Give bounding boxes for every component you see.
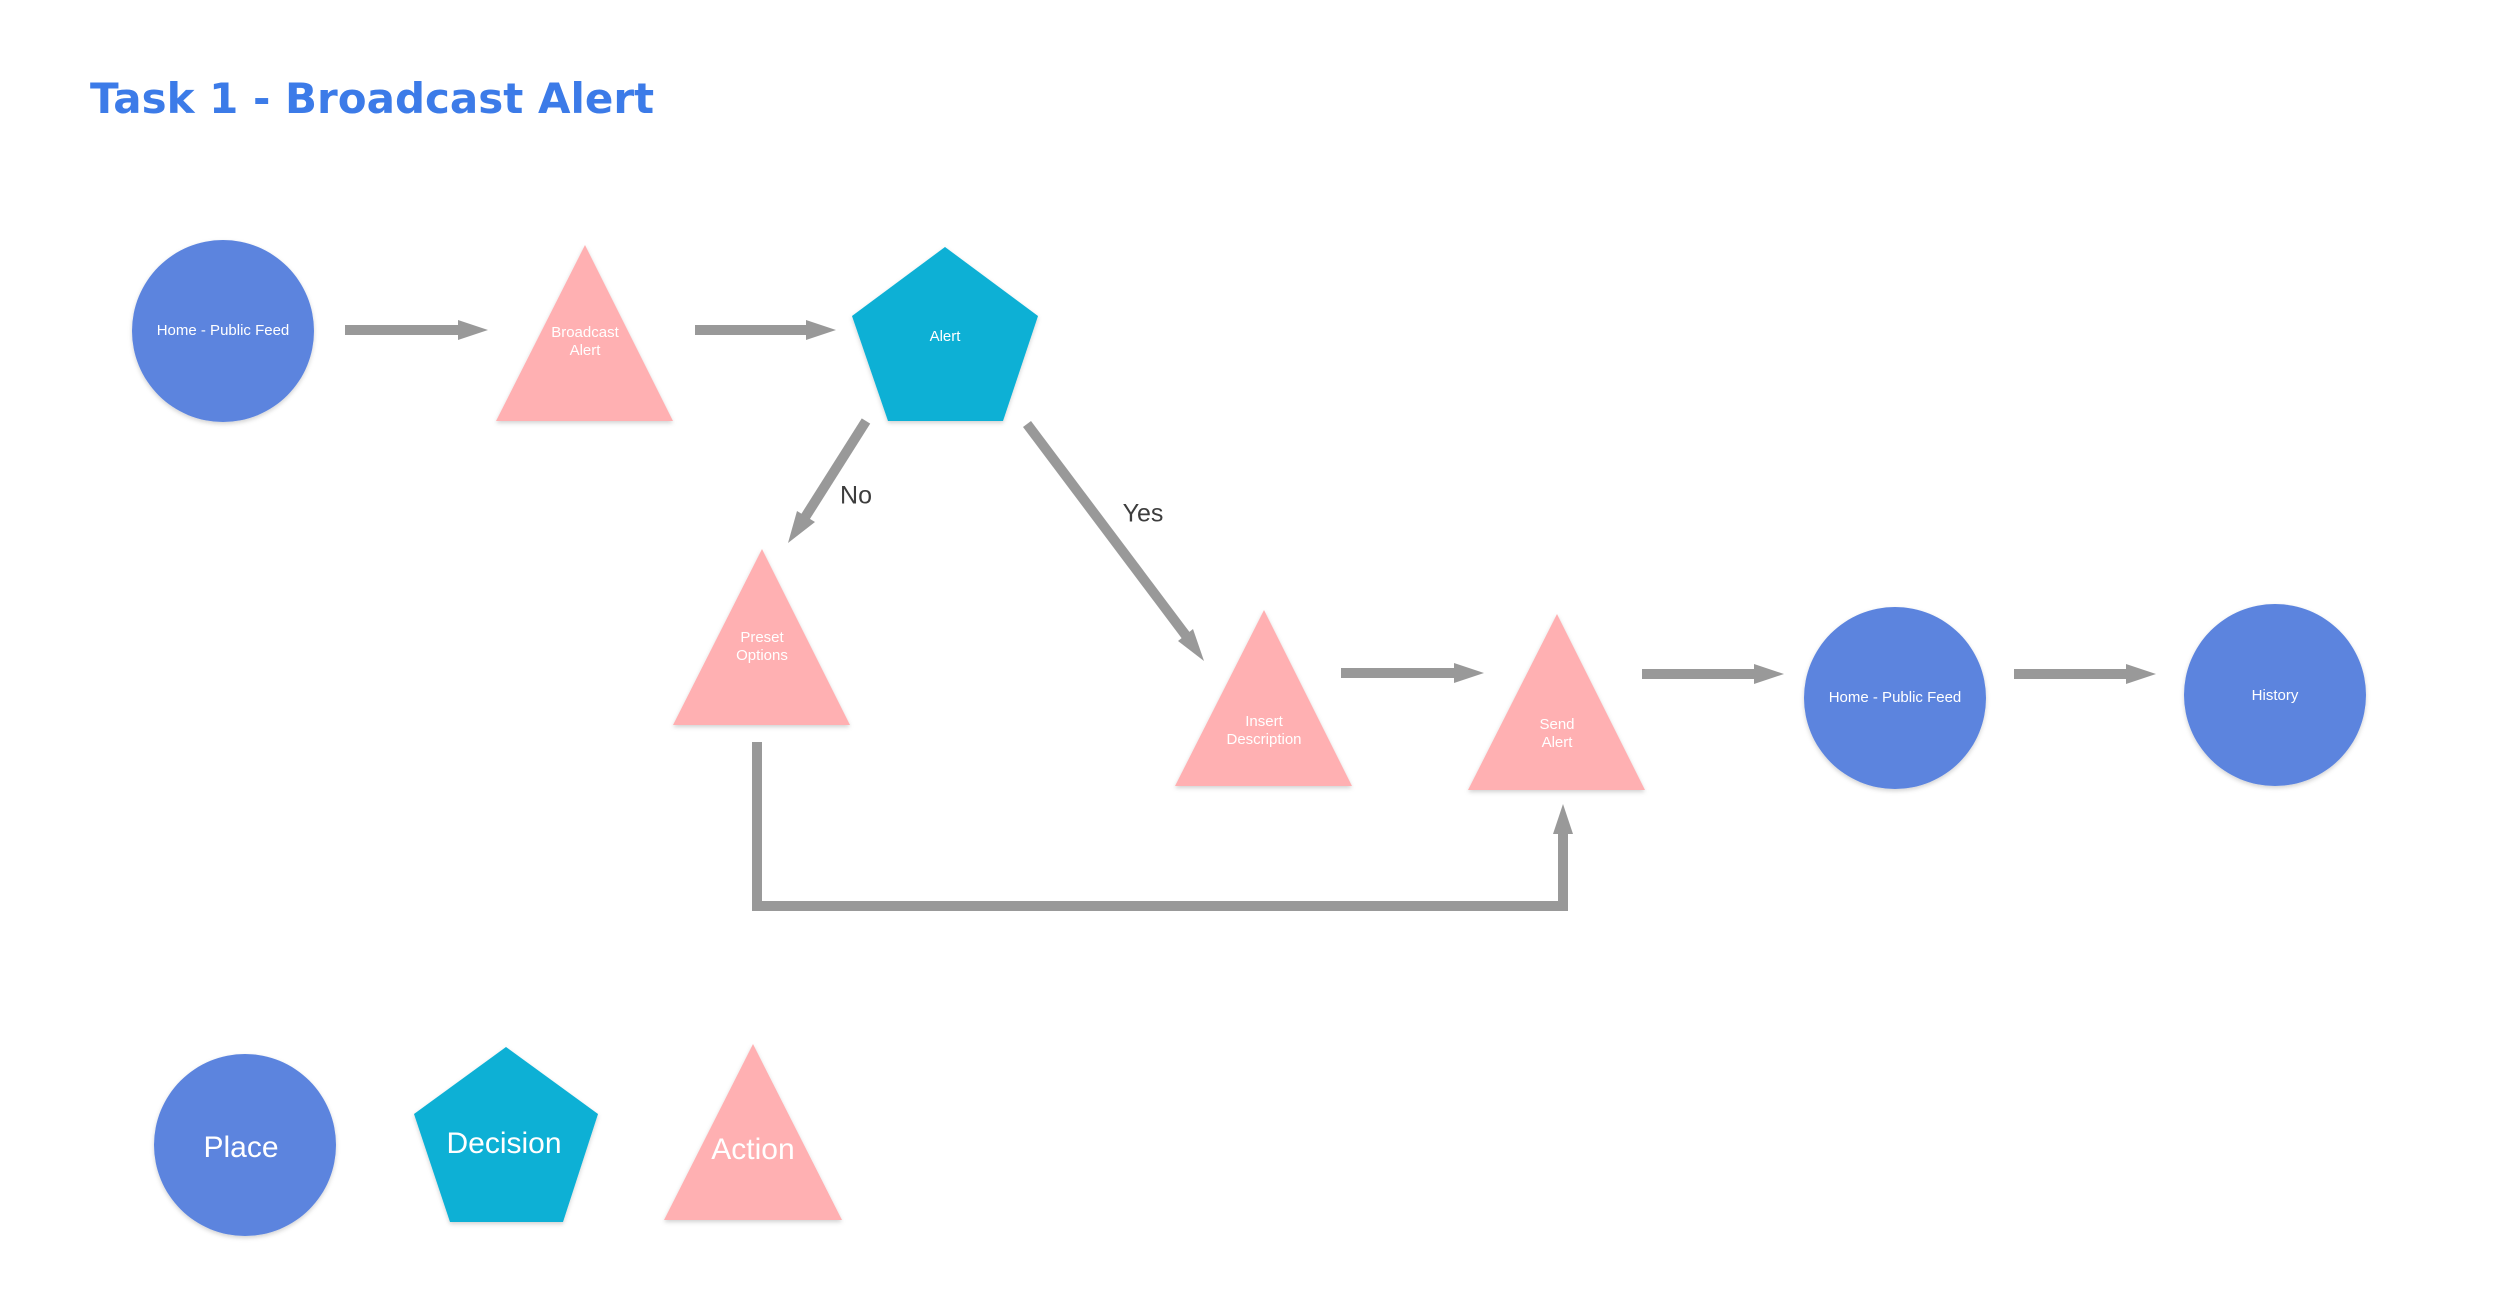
legend-decision-label: Decision (446, 1127, 561, 1160)
node-label: Home - Public Feed (1829, 689, 1962, 706)
node-label: Alert (930, 328, 962, 345)
legend-place: Place (154, 1054, 336, 1236)
node-label-line-1: Send (1539, 716, 1574, 733)
action-node-send-alert[interactable]: Send Alert (1468, 614, 1645, 790)
node-label: History (2252, 687, 2299, 704)
edge-insert-description-to-send-alert[interactable] (1341, 663, 1484, 683)
edge-label-yes: Yes (1123, 500, 1164, 528)
legend-action-label: Action (711, 1133, 794, 1166)
node-label-line-2: Description (1226, 731, 1301, 748)
edge-send-alert-to-home[interactable] (1642, 664, 1784, 684)
action-node-insert-description[interactable]: Insert Description (1175, 610, 1352, 786)
place-node-history[interactable]: History (2184, 604, 2366, 786)
node-label-line-1: Insert (1245, 713, 1283, 730)
node-label-line-2: Options (736, 647, 788, 664)
legend-decision: Decision (414, 1047, 598, 1222)
nodes: Home - Public Feed Broadcast Alert Alert… (132, 240, 2366, 790)
node-label-line-2: Alert (570, 342, 602, 359)
edge-broadcast-alert-to-alert[interactable] (695, 320, 836, 340)
edge-alert-to-preset-options[interactable] (788, 418, 871, 543)
decision-node-alert[interactable]: Alert (852, 247, 1038, 421)
page-title: Task 1 - Broadcast Alert (90, 74, 655, 123)
legend-action: Action (664, 1044, 842, 1220)
edge-label-no: No (840, 482, 872, 510)
edges (345, 320, 2156, 911)
node-label-line-1: Preset (740, 629, 784, 646)
edge-alert-to-insert-description[interactable] (1023, 420, 1204, 661)
action-node-preset-options[interactable]: Preset Options (673, 549, 850, 725)
place-node-home-public-feed[interactable]: Home - Public Feed (132, 240, 314, 422)
node-label: Home - Public Feed (157, 322, 290, 339)
edge-preset-options-to-send-alert[interactable] (752, 742, 1573, 911)
node-label-line-1: Broadcast (551, 324, 619, 341)
action-node-broadcast-alert[interactable]: Broadcast Alert (496, 245, 673, 421)
edge-home-to-history[interactable] (2014, 664, 2156, 684)
legend: Place Decision Action (154, 1044, 842, 1236)
edge-home-to-broadcast-alert[interactable] (345, 320, 488, 340)
place-node-home-public-feed[interactable]: Home - Public Feed (1804, 607, 1986, 789)
legend-place-label: Place (203, 1131, 278, 1164)
node-label-line-2: Alert (1542, 734, 1574, 751)
